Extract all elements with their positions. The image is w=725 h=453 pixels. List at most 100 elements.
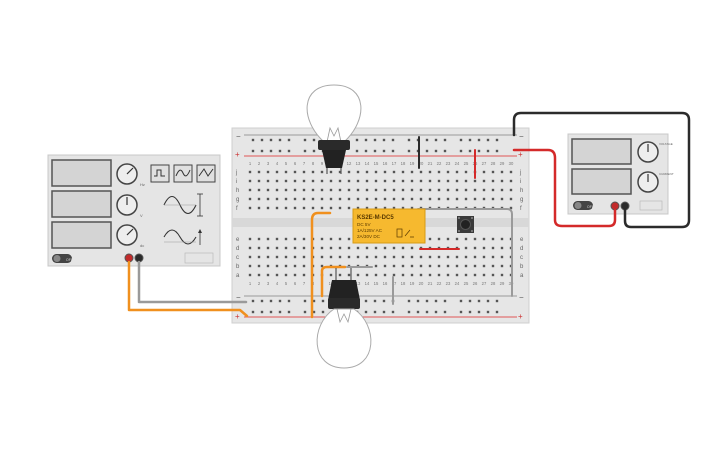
breadboard-hole[interactable] (464, 255, 468, 259)
breadboard-hole[interactable] (401, 255, 405, 259)
breadboard-hole[interactable] (491, 170, 495, 174)
rail-hole[interactable] (269, 138, 273, 142)
rail-hole[interactable] (355, 138, 359, 142)
frequency-knob[interactable] (116, 163, 138, 185)
breadboard-hole[interactable] (455, 197, 459, 201)
breadboard-hole[interactable] (275, 197, 279, 201)
breadboard-hole[interactable] (401, 188, 405, 192)
breadboard-hole[interactable] (419, 188, 423, 192)
breadboard-hole[interactable] (392, 170, 396, 174)
rail-hole[interactable] (287, 138, 291, 142)
breadboard-hole[interactable] (437, 197, 441, 201)
rail-hole[interactable] (373, 138, 377, 142)
breadboard-hole[interactable] (302, 179, 306, 183)
breadboard-hole[interactable] (383, 197, 387, 201)
breadboard-hole[interactable] (329, 237, 333, 241)
breadboard-hole[interactable] (248, 246, 252, 250)
rail-hole[interactable] (391, 310, 395, 314)
breadboard-hole[interactable] (500, 273, 504, 277)
rail-hole[interactable] (407, 149, 411, 153)
breadboard-hole[interactable] (284, 197, 288, 201)
breadboard-hole[interactable] (257, 170, 261, 174)
rail-hole[interactable] (443, 149, 447, 153)
breadboard-hole[interactable] (266, 179, 270, 183)
breadboard-hole[interactable] (437, 264, 441, 268)
breadboard-hole[interactable] (383, 273, 387, 277)
breadboard-hole[interactable] (347, 273, 351, 277)
rail-hole[interactable] (495, 310, 499, 314)
breadboard-hole[interactable] (266, 246, 270, 250)
breadboard-hole[interactable] (266, 264, 270, 268)
breadboard-hole[interactable] (500, 170, 504, 174)
breadboard-hole[interactable] (293, 179, 297, 183)
breadboard-hole[interactable] (329, 179, 333, 183)
breadboard-hole[interactable] (275, 179, 279, 183)
breadboard-hole[interactable] (329, 188, 333, 192)
rail-hole[interactable] (278, 149, 282, 153)
breadboard-hole[interactable] (347, 170, 351, 174)
breadboard-hole[interactable] (356, 273, 360, 277)
breadboard-hole[interactable] (383, 264, 387, 268)
breadboard-hole[interactable] (437, 179, 441, 183)
rail-hole[interactable] (278, 299, 282, 303)
breadboard-hole[interactable] (356, 197, 360, 201)
supply-power-switch[interactable] (573, 201, 593, 210)
breadboard-hole[interactable] (428, 264, 432, 268)
breadboard-hole[interactable] (410, 246, 414, 250)
rail-hole[interactable] (443, 310, 447, 314)
breadboard-hole[interactable] (248, 264, 252, 268)
generator-power-switch[interactable] (52, 254, 72, 263)
breadboard-hole[interactable] (464, 264, 468, 268)
breadboard-hole[interactable] (320, 206, 324, 210)
breadboard-hole[interactable] (455, 255, 459, 259)
light-bulb-top[interactable] (306, 84, 362, 174)
rail-hole[interactable] (459, 310, 463, 314)
rail-hole[interactable] (303, 299, 307, 303)
breadboard-hole[interactable] (320, 237, 324, 241)
breadboard-hole[interactable] (455, 237, 459, 241)
breadboard-hole[interactable] (401, 273, 405, 277)
current-knob[interactable] (637, 171, 659, 193)
breadboard-hole[interactable] (257, 179, 261, 183)
breadboard-hole[interactable] (347, 179, 351, 183)
rail-hole[interactable] (260, 138, 264, 142)
breadboard-hole[interactable] (401, 197, 405, 201)
rail-hole[interactable] (382, 310, 386, 314)
breadboard-hole[interactable] (500, 197, 504, 201)
rail-hole[interactable] (312, 149, 316, 153)
breadboard-hole[interactable] (293, 264, 297, 268)
rail-hole[interactable] (486, 299, 490, 303)
rail-hole[interactable] (373, 310, 377, 314)
rail-hole[interactable] (468, 138, 472, 142)
breadboard-hole[interactable] (320, 264, 324, 268)
breadboard-hole[interactable] (356, 255, 360, 259)
rail-hole[interactable] (260, 299, 264, 303)
breadboard-hole[interactable] (284, 273, 288, 277)
breadboard-hole[interactable] (446, 179, 450, 183)
breadboard-hole[interactable] (338, 246, 342, 250)
breadboard-hole[interactable] (500, 246, 504, 250)
breadboard-hole[interactable] (464, 237, 468, 241)
breadboard-hole[interactable] (356, 170, 360, 174)
breadboard-hole[interactable] (302, 188, 306, 192)
breadboard-hole[interactable] (329, 197, 333, 201)
rail-hole[interactable] (303, 310, 307, 314)
breadboard-hole[interactable] (437, 237, 441, 241)
breadboard-hole[interactable] (473, 255, 477, 259)
breadboard-hole[interactable] (356, 206, 360, 210)
breadboard-hole[interactable] (482, 246, 486, 250)
breadboard-hole[interactable] (428, 179, 432, 183)
rail-hole[interactable] (468, 299, 472, 303)
rail-hole[interactable] (382, 138, 386, 142)
breadboard-hole[interactable] (311, 206, 315, 210)
rail-hole[interactable] (321, 299, 325, 303)
breadboard-hole[interactable] (401, 246, 405, 250)
breadboard-hole[interactable] (464, 273, 468, 277)
breadboard-hole[interactable] (248, 188, 252, 192)
offset-knob[interactable] (116, 224, 138, 246)
breadboard-hole[interactable] (509, 197, 513, 201)
breadboard-hole[interactable] (446, 273, 450, 277)
breadboard-hole[interactable] (428, 188, 432, 192)
breadboard-hole[interactable] (482, 264, 486, 268)
breadboard-hole[interactable] (482, 255, 486, 259)
